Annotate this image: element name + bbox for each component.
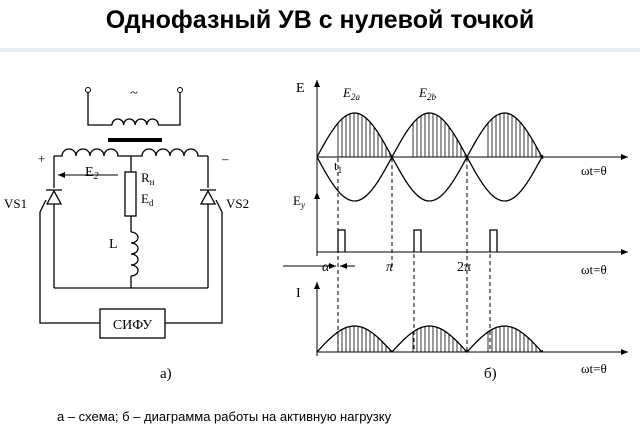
primary-wire-right [158, 92, 181, 126]
vs1-thyristor [45, 189, 63, 205]
current-waveform [316, 325, 543, 353]
i-axis-label: I [296, 286, 301, 301]
alpha-label: α [322, 260, 330, 275]
circuit-schematic: ~ + – E2 Rн Ed L [4, 86, 249, 382]
gate-pulse-2 [413, 229, 422, 252]
ey-axis-label: Ey [293, 193, 305, 210]
e2-label: E2 [85, 165, 99, 182]
transformer-primary [111, 118, 160, 126]
minus-sign: – [221, 151, 229, 166]
circuit-sublabel: а) [160, 366, 172, 382]
time-axis-1-label: ωt=θ [581, 163, 607, 178]
timing-diagram: E E2a E2b t1 ωt=θ Ey α π 2π ωt=θ I [283, 80, 628, 382]
t1-label: t1 [334, 158, 342, 175]
inductor [130, 231, 139, 277]
e2b-waveform [316, 112, 544, 202]
gate-pulse-3 [489, 229, 498, 252]
vs1-gate-wire [39, 199, 100, 324]
e-axis-label: E [296, 81, 305, 96]
transformer-secondary [54, 148, 208, 157]
l-label: L [109, 237, 118, 252]
title-underline [0, 48, 640, 52]
ac-terminal-left [85, 87, 91, 93]
ac-symbol: ~ [130, 86, 138, 101]
diagram-sublabel: б) [484, 366, 497, 382]
vs2-gate-wire [165, 199, 223, 324]
load-resistor [124, 171, 137, 217]
figure-caption: а – схема; б – диаграмма работы на актив… [57, 409, 392, 424]
vs2-label: VS2 [226, 196, 249, 211]
slide-title: Однофазный УВ с нулевой точкой [105, 6, 535, 34]
hatch-fill-bottom [337, 326, 541, 352]
transformer-core [108, 138, 162, 142]
sifu-block [99, 308, 166, 339]
rh-label: Rн [141, 170, 155, 187]
vs2-thyristor [199, 189, 217, 205]
e2a-label: E2a [342, 85, 360, 102]
sifu-label: СИФУ [113, 318, 152, 333]
primary-wire-left [87, 92, 112, 126]
ac-terminal-right [177, 87, 183, 93]
vs1-label: VS1 [4, 196, 27, 211]
ed-label: Ed [141, 191, 154, 208]
hatch-fill-top [337, 113, 541, 157]
gate-pulse-1 [337, 229, 346, 252]
two-pi-label: 2π [457, 260, 471, 275]
pi-label: π [386, 260, 394, 275]
plus-sign: + [38, 151, 45, 166]
time-axis-3-label: ωt=θ [581, 361, 607, 376]
time-axis-2-label: ωt=θ [581, 262, 607, 277]
e2a-waveform [316, 112, 544, 202]
e2b-label: E2b [418, 85, 436, 102]
